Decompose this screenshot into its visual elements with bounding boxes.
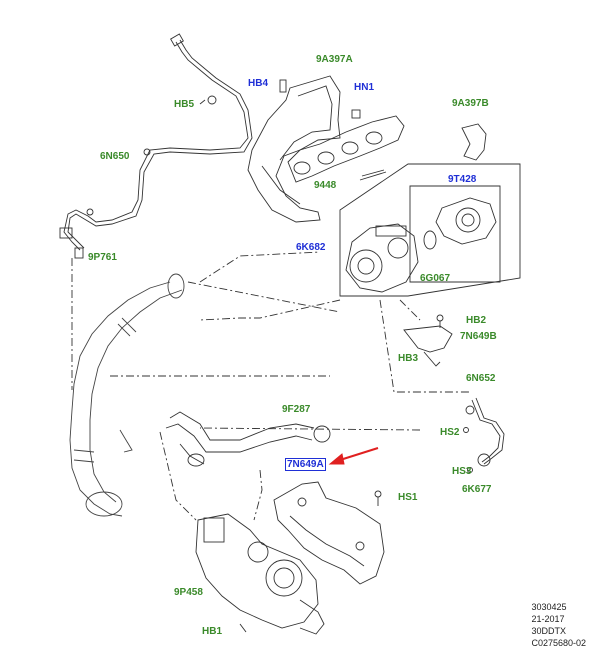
label-6k682: 6K682 — [296, 242, 326, 253]
reference-code: 3030425 — [531, 602, 567, 612]
label-hb2: HB2 — [466, 315, 487, 326]
label-9a397a: 9A397A — [316, 54, 353, 65]
label-7n649a: 7N649A — [285, 458, 326, 471]
label-hn1: HN1 — [354, 82, 375, 93]
label-hs2: HS2 — [440, 427, 460, 438]
label-9448: 9448 — [314, 180, 337, 191]
turbo-detail-box — [339, 163, 521, 297]
label-9a397b: 9A397B — [452, 98, 489, 109]
label-hs1: HS1 — [398, 492, 418, 503]
coolant-hose-9f287 — [165, 411, 331, 467]
intake-duct — [69, 273, 185, 517]
label-hb4: HB4 — [248, 78, 269, 89]
heat-shield-9a397a — [247, 75, 361, 223]
label-6n650: 6N650 — [100, 151, 130, 162]
label-9p458: 9P458 — [174, 587, 203, 598]
heat-shield-9a397b — [461, 123, 487, 161]
reference-date: 21-2017 — [531, 614, 565, 624]
label-hb5: HB5 — [174, 99, 195, 110]
exhaust-manifold — [287, 115, 405, 183]
highlight-arrow — [328, 447, 379, 465]
reference-engine: 30DDTX — [531, 626, 566, 636]
label-hb1: HB1 — [202, 626, 223, 637]
drawing-reference: 3030425 21-2017 30DDTX C0275680-02 — [531, 601, 586, 649]
label-hb3: HB3 — [398, 353, 419, 364]
leader-lines — [71, 251, 470, 521]
bolt-hb5 — [199, 95, 217, 105]
oil-pipe-6n652 — [463, 397, 505, 473]
label-9t428: 9T428 — [448, 174, 477, 185]
label-9f287: 9F287 — [282, 404, 311, 415]
turbo-cartridge-9t428 — [435, 197, 497, 245]
breather-tube-6n650 — [59, 33, 253, 259]
turbocharger-6k682 — [345, 223, 419, 293]
label-6k677: 6K677 — [462, 484, 492, 495]
label-7n649b: 7N649B — [460, 331, 497, 342]
label-6n652: 6N652 — [466, 373, 496, 384]
gasket-6g067 — [423, 230, 437, 250]
bracket-7n649b — [403, 314, 453, 367]
label-6g067: 6G067 — [420, 273, 451, 284]
reference-illustration-id: C0275680-02 — [531, 638, 586, 648]
label-9p761: 9P761 — [88, 252, 117, 263]
label-hs3: HS3 — [452, 466, 472, 477]
stud-9448 — [359, 169, 387, 181]
bracket-7n649a — [273, 481, 385, 585]
valve-assembly-9p458 — [195, 513, 325, 635]
